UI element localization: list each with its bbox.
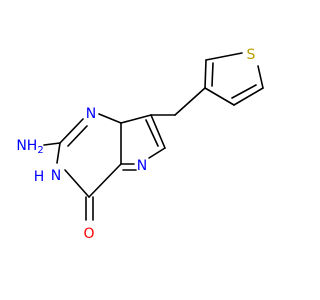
bond-c6-c5 bbox=[150, 114, 166, 149]
bond-t4-t3 bbox=[204, 87, 235, 106]
atom-n3-hydrogen: H bbox=[34, 169, 45, 185]
atom-labels: NH2 N H N N O S bbox=[16, 47, 255, 242]
atom-amine-text: NH bbox=[16, 138, 37, 154]
bond-t5-t4-double bbox=[231, 84, 257, 99]
bond-t5-t4 bbox=[233, 87, 264, 106]
bond-c2-n1 bbox=[59, 118, 84, 144]
atom-amine-subscript: 2 bbox=[37, 145, 43, 156]
molecule-structure: NH2 N H N N O S bbox=[16, 47, 264, 242]
atom-amine: NH2 bbox=[16, 138, 43, 156]
atom-o: O bbox=[83, 226, 94, 242]
atom-n3: N bbox=[51, 168, 61, 184]
bonds bbox=[43, 52, 264, 221]
atom-n1: N bbox=[86, 106, 96, 122]
bond-c4-n3 bbox=[64, 169, 90, 198]
bond-t2-s bbox=[205, 52, 243, 61]
bond-t3-t2-double bbox=[211, 62, 214, 87]
atom-n7: N bbox=[137, 158, 147, 174]
bond-c5-c7a bbox=[120, 114, 152, 124]
bond-s-t5 bbox=[257, 65, 264, 89]
bond-n7-c6 bbox=[148, 147, 166, 159]
bond-c2-nh2 bbox=[43, 142, 61, 146]
bond-c4a-c4 bbox=[88, 163, 122, 198]
bond-n1-c7a bbox=[98, 113, 122, 124]
atom-s: S bbox=[247, 47, 256, 63]
bond-n3-c2 bbox=[56, 142, 61, 164]
bond-c6-c5-double bbox=[145, 119, 159, 147]
bond-t3-t2 bbox=[204, 59, 207, 89]
bond-ch2-thiophene bbox=[174, 87, 206, 116]
bond-c2-n1-double bbox=[67, 125, 88, 147]
